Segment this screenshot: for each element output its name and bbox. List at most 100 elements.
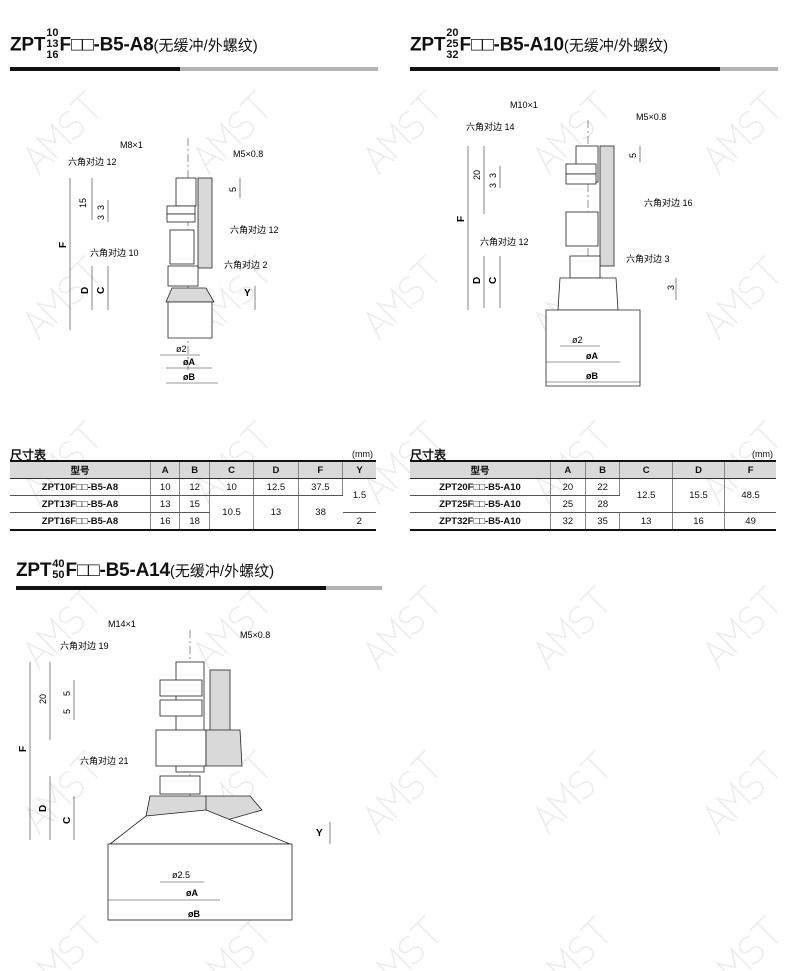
cell: 12 (179, 478, 210, 496)
cell: 13 (150, 495, 181, 513)
title-main: F□□-B5-A14 (65, 560, 171, 581)
col-header: Y (342, 460, 376, 479)
dim-phiB: øB (188, 909, 200, 919)
title-suffix: (无缓冲/外螺纹) (169, 563, 275, 580)
table-row: ZPT32F□□-B5-A10 32 35 13 16 49 (410, 512, 776, 531)
table-row: ZPT20F□□-B5-A10 20 22 12.5 15.5 48.5 (410, 478, 776, 513)
thread-label: M8×1 (120, 140, 143, 150)
table-row: ZPT16F□□-B5-A8 16 18 2 (10, 512, 376, 531)
dim-20: 20 (472, 170, 482, 180)
cell-model: ZPT25F□□-B5-A10 (410, 495, 551, 513)
dim-5: 5 (228, 187, 238, 192)
col-header: C (209, 460, 255, 479)
col-header: C (619, 460, 673, 479)
dim-C: C (62, 817, 73, 824)
col-header: F (724, 460, 776, 479)
dim-F: F (58, 242, 69, 248)
cell-model: ZPT16F□□-B5-A8 (10, 512, 151, 531)
cell: 25 (550, 495, 586, 513)
dim-20: 20 (38, 694, 48, 704)
size: 10 (46, 27, 59, 39)
thread-label: M10×1 (510, 100, 538, 110)
dim-D: D (80, 287, 91, 294)
title-prefix: ZPT (410, 34, 446, 56)
dim-phiA: øA (586, 351, 598, 361)
hex-label: 六角对边 16 (644, 197, 693, 208)
section2-rule (410, 67, 778, 71)
drawing-zpt-a14: M14×1 M5×0.8 六角对边 19 六角对边 21 20 5 5 F D … (18, 619, 331, 921)
dim-Y: Y (316, 828, 323, 839)
table2-unit: (mm) (752, 449, 773, 459)
cell: 49 (724, 512, 776, 531)
cell: 20 (550, 478, 586, 496)
dimension-table-a8: 型号 A B C D F Y ZPT10F□□-B5-A8 10 12 10 1… (10, 460, 376, 531)
col-header: A (550, 460, 586, 479)
col-header: 型号 (10, 460, 151, 479)
port-label: M5×0.8 (636, 112, 666, 122)
cell-model: ZPT32F□□-B5-A10 (410, 512, 551, 531)
dim-phi2-5: ø2.5 (172, 870, 190, 880)
cell: 35 (585, 512, 621, 531)
cell: 38 (298, 495, 343, 531)
hex-label: 六角对边 12 (230, 224, 279, 235)
cell: 12.5 (253, 478, 299, 496)
size: 25 (446, 38, 459, 50)
cell: 18 (179, 512, 210, 531)
size: 20 (446, 27, 459, 39)
cell-model: ZPT13F□□-B5-A8 (10, 495, 151, 513)
drawing-zpt-a10: M10×1 M5×0.8 六角对边 14 六角对边 16 六角对边 12 六角对… (456, 100, 693, 387)
dim-Y: Y (244, 288, 251, 299)
dim-phiA: øA (186, 888, 198, 898)
hex-label: 六角对边 2 (224, 259, 268, 270)
dim-3: 3 (666, 285, 676, 290)
hex-label: 六角对边 12 (68, 156, 117, 167)
hex-label: 六角对边 3 (626, 253, 670, 264)
dim-5: 5 (62, 709, 72, 714)
table1-unit: (mm) (352, 449, 373, 459)
dim-3: 3 (488, 183, 498, 188)
dim-5: 5 (62, 691, 72, 696)
dim-3: 3 (96, 205, 106, 210)
cell: 48.5 (724, 478, 776, 513)
dim-phi2: ø2 (176, 344, 187, 354)
dim-5: 5 (628, 153, 638, 158)
col-header: D (672, 460, 726, 479)
table-header-row: 型号 A B C D F Y (10, 460, 376, 479)
size: 40 (52, 557, 65, 570)
cell: 16 (150, 512, 181, 531)
cell: 15 (179, 495, 210, 513)
dimension-table-a10: 型号 A B C D F ZPT20F□□-B5-A10 20 22 12.5 … (410, 460, 776, 531)
table1-title: 尺寸表 (10, 448, 47, 462)
cell: 16 (672, 512, 726, 531)
cell: 13 (253, 495, 299, 531)
dim-phi2: ø2 (572, 335, 583, 345)
dim-C: C (488, 277, 499, 284)
cell: 22 (585, 478, 621, 496)
hex-label: 六角对边 10 (90, 247, 139, 258)
dim-F: F (18, 746, 29, 752)
drawing-zpt-a8: M8×1 M5×0.8 六角对边 12 六角对边 12 六角对边 10 六角对边… (58, 138, 279, 384)
dim-D: D (472, 277, 483, 284)
dim-phiB: øB (586, 371, 598, 381)
cell: 12.5 (619, 478, 673, 513)
table-row: ZPT10F□□-B5-A8 10 12 10 12.5 37.5 1.5 (10, 478, 376, 513)
cell: 28 (585, 495, 620, 513)
thread-label: M14×1 (108, 619, 136, 629)
title-prefix: ZPT (10, 34, 46, 56)
col-header: B (585, 460, 621, 479)
cell: 1.5 (342, 478, 376, 513)
col-header: A (150, 460, 181, 479)
dim-phiA: øA (183, 357, 195, 367)
size: 16 (46, 49, 59, 61)
cell: 2 (342, 512, 376, 531)
cell: 13 (619, 512, 673, 531)
title-main: F□□-B5-A10 (459, 34, 565, 56)
col-header: B (179, 460, 210, 479)
title-suffix: (无缓冲/外螺纹) (563, 37, 669, 55)
table2-title: 尺寸表 (410, 448, 447, 462)
